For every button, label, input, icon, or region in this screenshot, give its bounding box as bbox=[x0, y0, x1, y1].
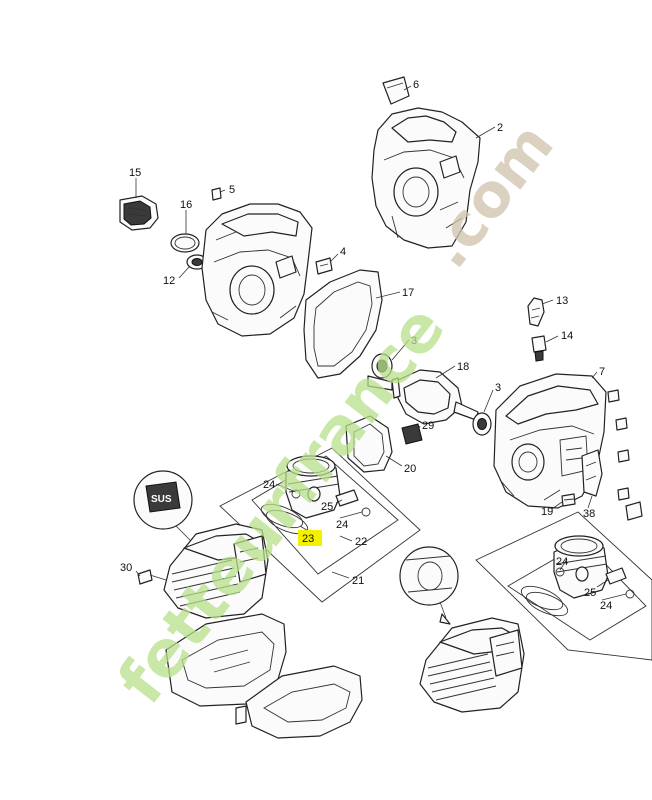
callout-14: 14 bbox=[561, 330, 573, 342]
part-piston-right bbox=[553, 535, 609, 599]
part-3-bearing-upper bbox=[371, 353, 393, 379]
part-20-gasket bbox=[345, 415, 393, 473]
callout-4: 4 bbox=[340, 246, 346, 258]
callout-15: 15 bbox=[129, 167, 141, 179]
magnifier-left: SUS bbox=[133, 470, 203, 553]
callout-29: 29 bbox=[422, 420, 434, 432]
callout-3-upper: 3 bbox=[411, 335, 417, 347]
part-6-plate bbox=[382, 76, 410, 105]
part-29-needle-bearing bbox=[401, 423, 423, 445]
magnifier-right bbox=[399, 546, 459, 625]
callout-30: 30 bbox=[120, 562, 132, 574]
part-17-gasket bbox=[303, 269, 383, 379]
callout-16: 16 bbox=[180, 199, 192, 211]
leader-lines bbox=[135, 85, 627, 601]
part-13-boot bbox=[527, 297, 545, 327]
part-4-screw bbox=[315, 257, 333, 275]
callout-24-c: 24 bbox=[556, 556, 568, 568]
part-7-engine-block bbox=[493, 373, 607, 509]
callout-3-lower: 3 bbox=[495, 382, 501, 394]
part-38-bracket bbox=[581, 449, 603, 497]
callout-12: 12 bbox=[163, 275, 175, 287]
part-crankcase-left bbox=[201, 203, 313, 337]
part-23-highlight bbox=[298, 530, 322, 546]
callout-22: 22 bbox=[355, 536, 367, 548]
callout-20: 20 bbox=[404, 463, 416, 475]
callout-6: 6 bbox=[413, 79, 419, 91]
magnifier-stamp-text: SUS bbox=[151, 494, 172, 505]
part-5-pin bbox=[211, 187, 222, 201]
part-14-plug bbox=[531, 335, 547, 362]
part-25-pin-left bbox=[335, 489, 359, 507]
callout-labels: 6 2 15 5 16 12 4 17 13 14 3 18 7 3 29 20… bbox=[120, 79, 612, 612]
part-muffler-cover bbox=[165, 613, 287, 707]
part-rings-right bbox=[520, 585, 569, 617]
part-edge-fasteners bbox=[607, 389, 643, 521]
callout-24-d: 24 bbox=[600, 600, 612, 612]
callout-24-a: 24 bbox=[263, 479, 275, 491]
callout-17: 17 bbox=[402, 287, 414, 299]
part-muffler-body bbox=[245, 665, 363, 739]
callout-38: 38 bbox=[583, 508, 595, 520]
part-30-screw bbox=[137, 569, 167, 585]
callout-21: 21 bbox=[352, 575, 364, 587]
callout-24-b: 24 bbox=[336, 519, 348, 531]
part-cylinder-left bbox=[163, 523, 269, 619]
part-cylinder-right bbox=[419, 617, 525, 713]
callout-25-a: 25 bbox=[321, 501, 333, 513]
part-15-cap bbox=[119, 195, 159, 231]
callout-7: 7 bbox=[599, 366, 605, 378]
part-3-bearing-lower bbox=[472, 412, 492, 436]
callout-25-b: 25 bbox=[584, 587, 596, 599]
part-piston-left bbox=[285, 455, 341, 519]
callout-18: 18 bbox=[457, 361, 469, 373]
callout-5: 5 bbox=[229, 184, 235, 196]
callout-19: 19 bbox=[541, 506, 553, 518]
part-muffler-screw bbox=[235, 705, 247, 725]
part-2-crankcase-right bbox=[371, 107, 481, 249]
part-25-pin-right bbox=[605, 567, 627, 585]
part-24-circlips-left bbox=[291, 489, 371, 517]
part-18-crankshaft bbox=[367, 369, 479, 425]
callout-13: 13 bbox=[556, 295, 568, 307]
callout-23: 23 bbox=[302, 533, 314, 545]
callout-2: 2 bbox=[497, 122, 503, 134]
part-19-screw bbox=[561, 493, 576, 507]
